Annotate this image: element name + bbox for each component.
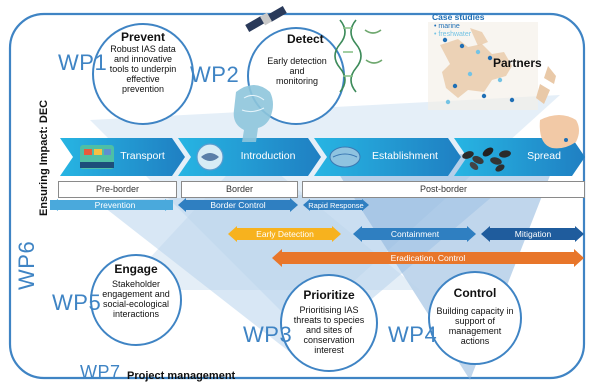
- mitigation-label: Mitigation: [514, 229, 552, 239]
- prioritize-line: threats to species: [293, 315, 365, 325]
- zone-pre-border: Pre-border: [58, 181, 177, 198]
- detect-title: Detect: [287, 32, 324, 46]
- prioritize-content: Prioritize Prioritising IAS threats to s…: [285, 288, 373, 355]
- triangle-right: [330, 150, 560, 380]
- eradication-label: Eradication, Control: [390, 253, 466, 263]
- mussel-cluster-illustration: [462, 147, 511, 172]
- prevent-line: tools to underpin: [109, 64, 177, 74]
- mussel-illustration: [329, 146, 361, 168]
- new-zealand-map: [536, 66, 556, 104]
- legend-freshwater-label: freshwater: [438, 31, 472, 38]
- prioritize-circle: [280, 274, 378, 372]
- wp2-label: WP2: [190, 62, 240, 87]
- prioritize-text: Prioritising IAS threats to species and …: [285, 305, 373, 355]
- wp1-label: WP1: [58, 50, 108, 75]
- rapid-response-arrow: [303, 199, 369, 211]
- legend-marine: • marine: [434, 23, 460, 30]
- border-control-label: Border Control: [210, 200, 266, 210]
- engage-title: Engage: [114, 262, 158, 276]
- prevent-line: and innovative: [113, 54, 173, 64]
- engage-line: engagement and: [102, 289, 170, 299]
- control-line: support of: [454, 316, 496, 326]
- control-text: Building capacity in support of manageme…: [431, 306, 519, 346]
- wp6-label: WP6: [14, 240, 39, 290]
- engage-line: interactions: [112, 309, 160, 319]
- stage-spread-label: Spread: [527, 150, 561, 162]
- wp3-label: WP3: [243, 322, 293, 347]
- engage-line: social-ecological: [102, 299, 170, 309]
- europe-map: [428, 22, 538, 110]
- control-line: management: [448, 326, 502, 336]
- control-line: Building capacity in: [436, 306, 514, 316]
- prevent-content: Prevent Robust IAS data and innovative t…: [95, 30, 191, 94]
- wp7-label: WP7: [80, 362, 121, 382]
- engage-circle: [90, 254, 182, 346]
- mitigation-arrow: [481, 226, 584, 242]
- ai-head-illustration: [233, 85, 273, 142]
- prevent-line: effective: [126, 74, 160, 84]
- prevent-circle: [92, 23, 194, 125]
- detect-line: Early detection: [267, 56, 327, 66]
- project-management-label: Project management: [127, 370, 236, 382]
- legend-marine-label: marine: [438, 23, 460, 30]
- stage-transport-label: Transport: [120, 150, 165, 162]
- legend-freshwater: • freshwater: [434, 31, 472, 38]
- engage-text: Stakeholder engagement and social-ecolog…: [94, 279, 178, 319]
- detect-line: and: [289, 66, 305, 76]
- prioritize-line: and sites of: [305, 325, 353, 335]
- control-line: actions: [460, 336, 490, 346]
- eradication-arrow: [272, 249, 584, 267]
- stage-introduction-label: Introduction: [240, 150, 296, 162]
- stage-establishment-label: Establishment: [372, 150, 438, 162]
- control-circle: [428, 271, 522, 365]
- detect-content: Detect Early detection and monitoring: [255, 32, 339, 86]
- case-studies-title: Case studies: [432, 12, 485, 22]
- prevent-text: Robust IAS data and innovative tools to …: [95, 44, 191, 94]
- prevent-title: Prevent: [120, 30, 166, 44]
- prioritize-line: Prioritising IAS: [299, 305, 359, 315]
- prevent-line: prevention: [121, 84, 165, 94]
- ensuring-impact-label: Ensuring Impact: DEC: [38, 99, 50, 216]
- containment-arrow: [353, 226, 476, 242]
- prioritize-line: interest: [314, 345, 344, 355]
- prevent-line: Robust IAS data: [110, 44, 176, 54]
- detect-text: Early detection and monitoring: [255, 56, 339, 86]
- partners-label: Partners: [493, 56, 542, 70]
- early-detection-label: Early Detection: [256, 229, 314, 239]
- control-content: Control Building capacity in support of …: [431, 286, 519, 346]
- ship-illustration: [80, 145, 114, 169]
- prevention-label: Prevention: [94, 200, 136, 210]
- fish-illustration: [196, 143, 224, 171]
- containment-label: Containment: [390, 229, 440, 239]
- detect-line: monitoring: [275, 76, 319, 86]
- prioritize-title: Prioritize: [303, 288, 355, 302]
- control-title: Control: [453, 286, 497, 300]
- engage-content: Engage Stakeholder engagement and social…: [94, 262, 178, 319]
- zone-border: Border: [181, 181, 298, 198]
- wp4-label: WP4: [388, 322, 438, 347]
- zone-post-border: Post-border: [302, 181, 585, 198]
- early-detection-arrow: [228, 226, 341, 242]
- dna-illustration: [334, 19, 383, 93]
- rapid-response-label: Rapid Response: [308, 201, 364, 210]
- engage-line: Stakeholder: [111, 279, 161, 289]
- satellite-illustration: [245, 6, 287, 32]
- prioritize-line: conservation: [303, 335, 355, 345]
- australia-map: [539, 115, 579, 149]
- wp5-label: WP5: [52, 290, 102, 315]
